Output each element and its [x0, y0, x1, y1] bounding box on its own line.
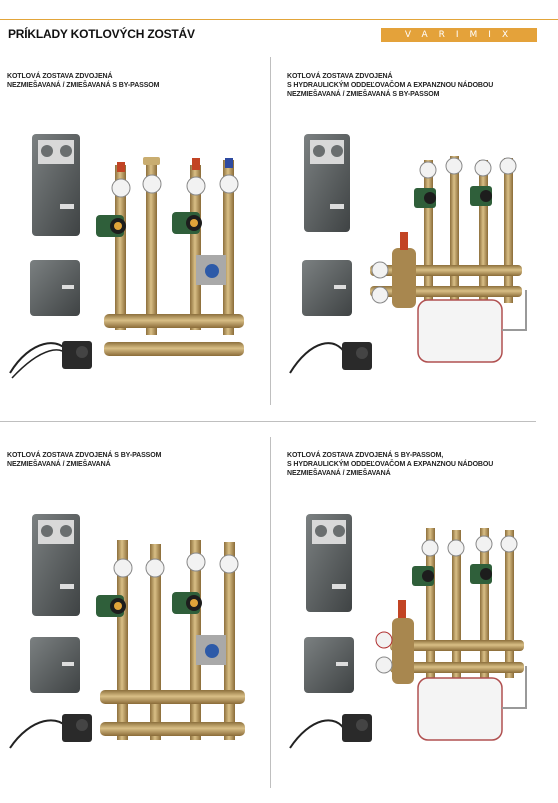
panel-1-caption: KOTLOVÁ ZOSTAVA ZDVOJENÁ NEZMIEŠAVANÁ / … — [7, 72, 159, 90]
insulation-shell — [32, 134, 80, 236]
caption-line: S HYDRAULICKÝM ODDEĽOVAČOM A EXPANZNOU N… — [287, 82, 494, 89]
insulation-cover — [304, 637, 354, 693]
panel-2-caption: KOTLOVÁ ZOSTAVA ZDVOJENÁ S HYDRAULICKÝM … — [287, 72, 493, 99]
pipes — [424, 156, 513, 303]
pipes — [426, 528, 514, 678]
caption-line: KOTLOVÁ ZOSTAVA ZDVOJENÁ S BY-PASSOM, — [287, 452, 444, 459]
illustration-boiler-set-4 — [289, 514, 527, 749]
expansion-vessel — [417, 666, 527, 741]
pumps — [414, 186, 492, 208]
page-title: PRÍKLADY KOTLOVÝCH ZOSTÁV — [8, 27, 195, 41]
mixing-valve — [196, 255, 226, 285]
caption-line: NEZMIEŠAVANÁ / ZMIEŠAVANÁ — [7, 461, 111, 468]
column-divider — [270, 57, 271, 405]
valves — [117, 157, 233, 172]
caption-line: NEZMIEŠAVANÁ / ZMIEŠAVANÁ S BY-PASSOM — [7, 82, 160, 89]
illustration-boiler-set-3 — [9, 514, 245, 749]
hydraulic-separator — [375, 600, 414, 684]
gauges — [113, 552, 239, 578]
gauges — [421, 535, 518, 557]
panel-3-caption: KOTLOVÁ ZOSTAVA ZDVOJENÁ S BY-PASSOM NEZ… — [7, 451, 161, 469]
mixing-valve — [196, 635, 226, 665]
insulation-shell — [304, 134, 350, 232]
illustration-boiler-set-2 — [289, 134, 527, 374]
manifold — [100, 690, 245, 736]
panel-4-caption: KOTLOVÁ ZOSTAVA ZDVOJENÁ S BY-PASSOM, S … — [287, 451, 493, 478]
actuator — [9, 341, 92, 379]
hydraulic-separator — [371, 232, 416, 308]
actuator — [9, 714, 92, 749]
pipes — [115, 160, 234, 335]
pumps — [412, 564, 492, 586]
manifold — [104, 314, 244, 356]
gauges — [111, 174, 239, 198]
caption-line: KOTLOVÁ ZOSTAVA ZDVOJENÁ — [7, 73, 113, 80]
manifold — [390, 640, 524, 673]
caption-line: KOTLOVÁ ZOSTAVA ZDVOJENÁ — [287, 73, 393, 80]
expansion-vessel — [417, 290, 527, 363]
insulation-cover — [30, 260, 80, 316]
brand-badge: VARIMIX — [381, 28, 537, 42]
row-divider — [0, 421, 536, 422]
pumps — [96, 212, 202, 237]
caption-line: S HYDRAULICKÝM ODDEĽOVAČOM A EXPANZNOU N… — [287, 461, 494, 468]
actuator — [289, 342, 372, 374]
insulation-shell — [306, 514, 352, 612]
caption-line: NEZMIEŠAVANÁ / ZMIEŠAVANÁ S BY-PASSOM — [287, 91, 440, 98]
actuator — [289, 714, 372, 749]
insulation-cover — [302, 260, 352, 316]
header-rule — [0, 19, 558, 20]
caption-line: NEZMIEŠAVANÁ / ZMIEŠAVANÁ — [287, 470, 391, 477]
illustration-boiler-set-1 — [9, 134, 244, 379]
insulation-cover — [30, 637, 80, 693]
insulation-shell — [32, 514, 80, 616]
pumps — [96, 592, 202, 617]
column-divider — [270, 437, 271, 788]
caption-line: KOTLOVÁ ZOSTAVA ZDVOJENÁ S BY-PASSOM — [7, 452, 162, 459]
gauges — [419, 157, 517, 179]
pipes — [117, 540, 235, 740]
